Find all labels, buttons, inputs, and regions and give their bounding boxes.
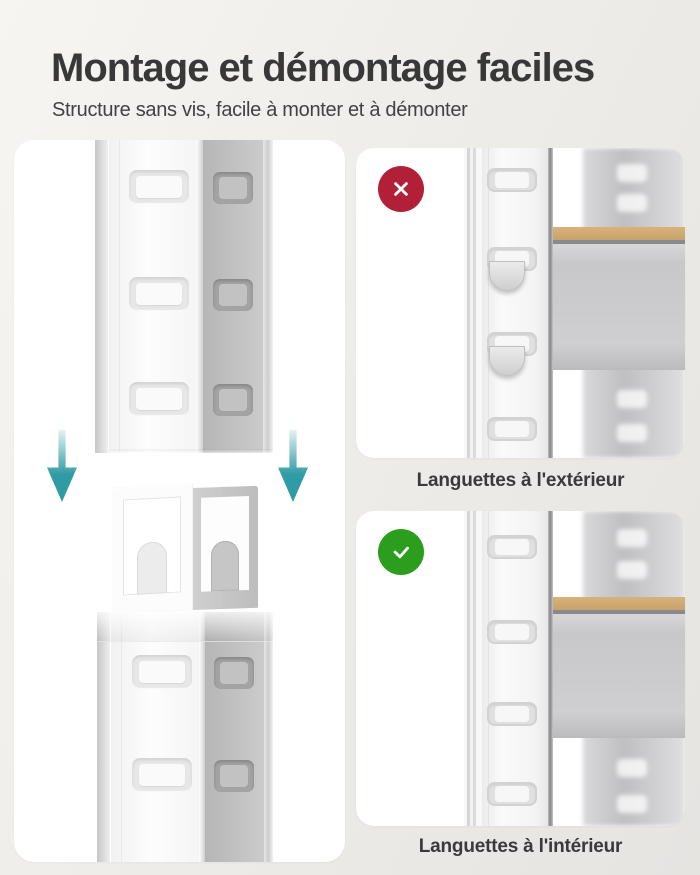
- assembly-panel: [14, 140, 345, 862]
- post-socket-sleeve: [97, 612, 273, 642]
- connector-white-face: [113, 483, 193, 614]
- post-gray-face: [205, 612, 264, 862]
- connector-gray-face: [193, 485, 258, 610]
- post-corner-ridge: [196, 140, 203, 453]
- correct-example-caption: Languettes à l'intérieur: [418, 836, 623, 857]
- post-slot: [487, 168, 537, 192]
- post-hole: [617, 561, 647, 579]
- post-slot: [487, 702, 537, 726]
- post-slot: [129, 277, 189, 311]
- post-bottom-rim: [108, 449, 273, 453]
- post-slot: [487, 620, 537, 644]
- shelf-beam: [553, 240, 685, 370]
- post-white-face: [109, 140, 196, 453]
- post-left-edge: [95, 140, 108, 453]
- upright-edge: [464, 511, 482, 826]
- post-hole: [617, 194, 647, 212]
- wrong-example-panel: [356, 148, 685, 458]
- post-slot: [214, 760, 254, 792]
- page-subtitle: Structure sans vis, facile à monter et à…: [52, 99, 468, 121]
- post-white-face: [111, 612, 199, 862]
- arch-tab: [137, 541, 167, 595]
- outward-tab: [489, 346, 525, 376]
- post-slot: [129, 382, 189, 416]
- arch-tab: [211, 540, 239, 592]
- post-hole: [617, 759, 647, 777]
- shelf-beam: [553, 610, 685, 738]
- outward-tab: [489, 261, 525, 291]
- post-slot: [214, 657, 254, 689]
- post-hole: [617, 795, 647, 813]
- post-gray-face: [203, 140, 263, 453]
- connector-tabs-illustration: [113, 483, 258, 614]
- post-slot: [132, 655, 192, 689]
- post-left-edge: [97, 612, 110, 862]
- wrong-example-caption: Languettes à l'extérieur: [416, 470, 625, 491]
- correct-example-panel: [356, 511, 685, 826]
- lower-post-illustration: [97, 612, 273, 862]
- post-slot: [132, 758, 192, 792]
- post-slot: [487, 782, 537, 806]
- post-right-edge: [263, 140, 273, 453]
- post-gap-line: [548, 148, 553, 458]
- post-slot: [487, 535, 537, 559]
- upper-post-illustration: [95, 140, 273, 453]
- down-arrow-icon: [278, 430, 308, 502]
- post-hole: [617, 390, 647, 408]
- post-hole: [617, 424, 647, 442]
- cross-icon: [378, 166, 424, 212]
- post-gap-line: [548, 511, 553, 826]
- shelf-board-edge: [553, 597, 685, 610]
- post-hole: [617, 164, 647, 182]
- post-right-edge: [264, 612, 273, 862]
- post-slot: [129, 170, 189, 204]
- upright-post: [482, 148, 548, 458]
- down-arrow-icon: [47, 430, 77, 502]
- post-slot: [487, 417, 537, 441]
- check-icon: [378, 529, 424, 575]
- post-slot: [213, 279, 253, 311]
- post-slot: [213, 172, 253, 204]
- post-hole: [617, 529, 647, 547]
- post-corner-ridge: [199, 612, 205, 862]
- upright-edge: [464, 148, 482, 458]
- post-slot: [213, 384, 253, 416]
- shelf-board-edge: [553, 227, 685, 240]
- upright-post: [482, 511, 548, 826]
- connector-window: [123, 496, 181, 596]
- page-title: Montage et démontage faciles: [51, 46, 595, 90]
- connector-window: [201, 496, 249, 592]
